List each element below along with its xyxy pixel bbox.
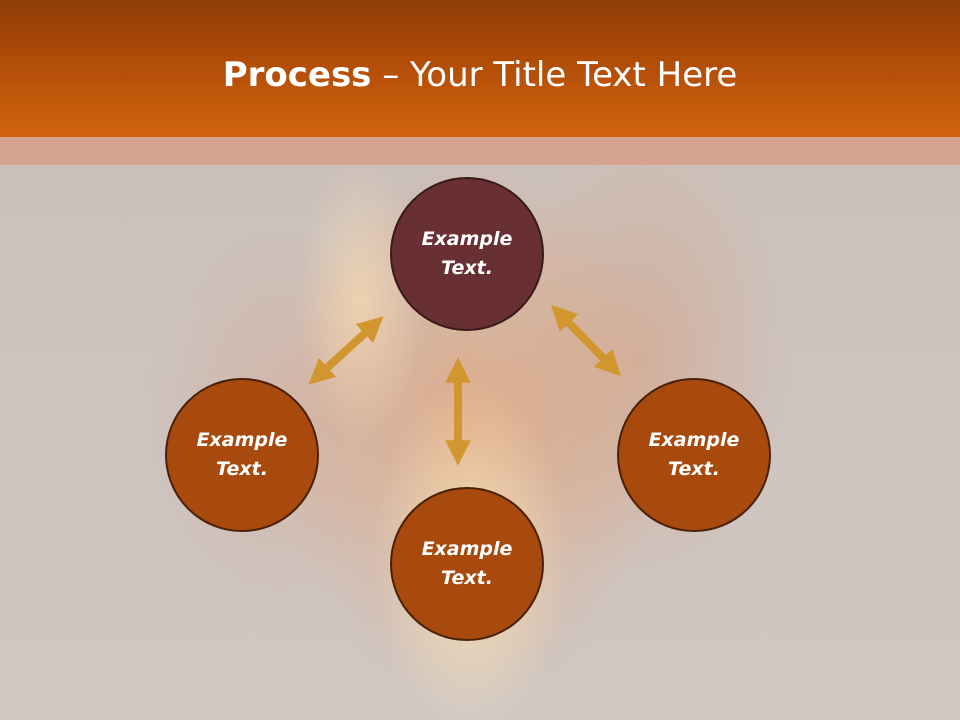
arrow-top-right — [551, 304, 621, 377]
node-left-label: Example Text. — [196, 429, 288, 480]
node-bottom: Example Text. — [390, 487, 544, 641]
slide-title: Process – Your Title Text Here — [0, 50, 960, 100]
title-regular-text: – Your Title Text Here — [371, 55, 738, 95]
title-bar-band — [0, 137, 960, 165]
node-top-label: Example Text. — [421, 228, 513, 279]
title-bold-text: Process — [222, 55, 372, 95]
node-left: Example Text. — [165, 378, 319, 532]
node-right-label: Example Text. — [648, 429, 740, 480]
node-bottom-label: Example Text. — [421, 538, 513, 589]
title-bar — [0, 0, 960, 137]
node-right: Example Text. — [617, 378, 771, 532]
node-top: Example Text. — [390, 177, 544, 331]
arrow-top-left — [308, 316, 384, 385]
